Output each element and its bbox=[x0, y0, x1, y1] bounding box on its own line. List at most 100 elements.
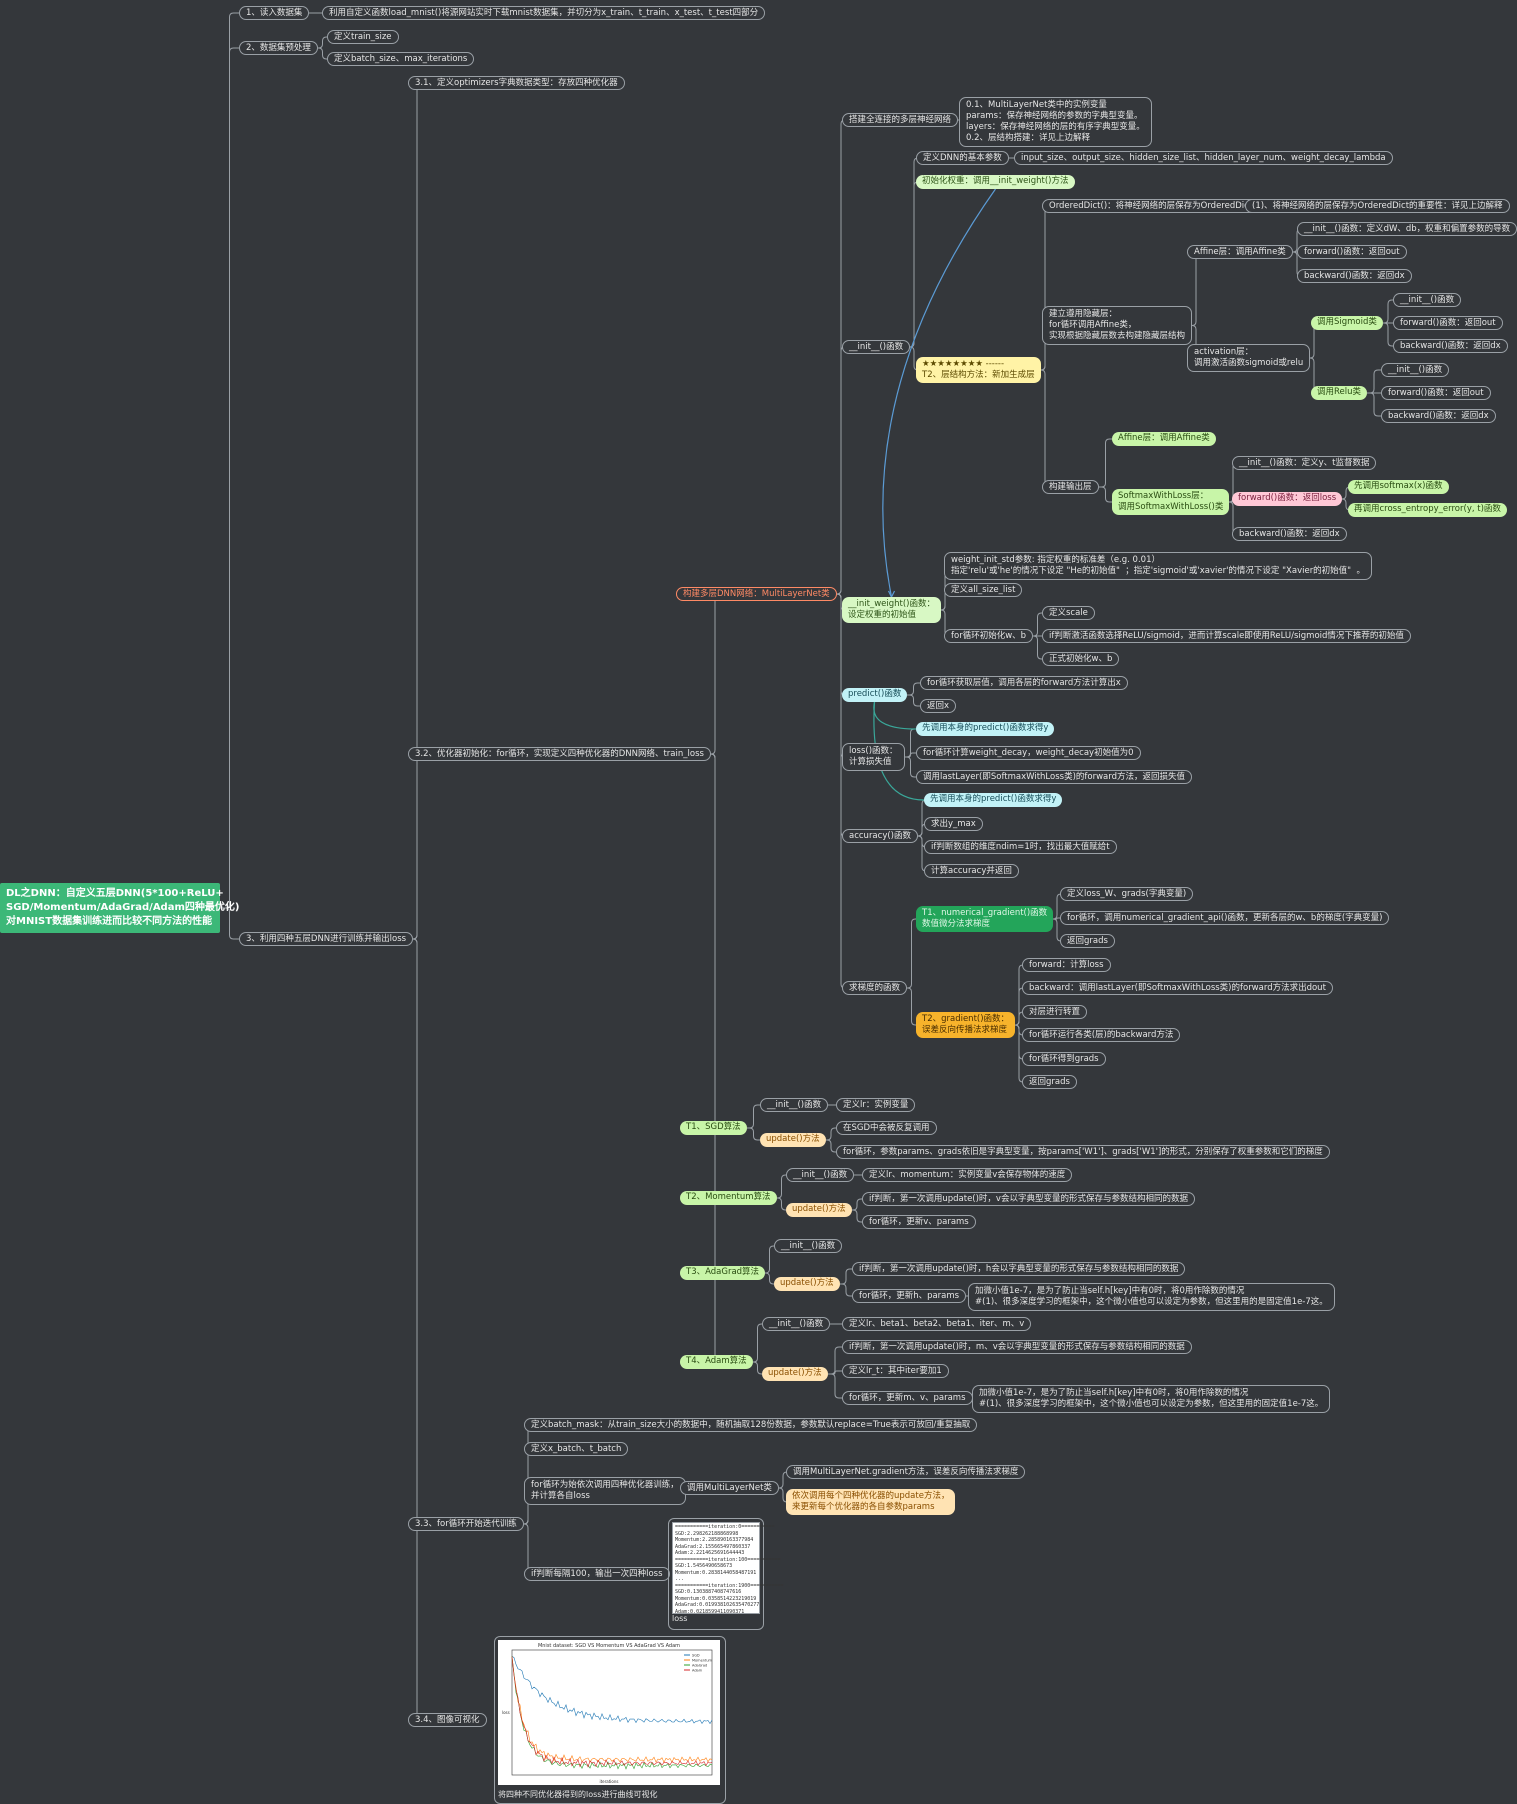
node-ng2[interactable]: for循环，调用numerical_gradient_api()函数，更新各层的… bbox=[1060, 911, 1390, 925]
node-adam_i1[interactable]: 定义lr、beta1、beta2、beta1、iter、m、v bbox=[842, 1317, 1032, 1331]
node-s1[interactable]: 1、读入数据集 bbox=[239, 6, 310, 20]
node-g2[interactable]: T2、gradient()函数： 误差反向传播法求梯度 bbox=[916, 1012, 1016, 1038]
node-i1[interactable]: 定义DNN的基本参数 bbox=[916, 151, 1009, 165]
node-iw3c[interactable]: 正式初始化w、b bbox=[1042, 652, 1120, 666]
node-ada[interactable]: T3、AdaGrad算法 bbox=[680, 1266, 766, 1280]
node-sig1[interactable]: __init__()函数 bbox=[1393, 293, 1462, 307]
node-s32[interactable]: 3.2、优化器初始化：for循环，实现定义四种优化器的DNN网络、train_l… bbox=[408, 747, 711, 761]
node-iw3b[interactable]: if判断激活函数选择ReLU/sigmoid，进而计算scale即使用ReLU/… bbox=[1042, 629, 1411, 643]
node-acc[interactable]: accuracy()函数 bbox=[842, 829, 918, 843]
node-c3a2[interactable]: 依次调用每个四种优化器的update方法， 来更新每个优化器的各自参数param… bbox=[786, 1489, 956, 1515]
node-ng1[interactable]: 定义loss_W、grads(字典变量) bbox=[1060, 887, 1194, 901]
node-ng3[interactable]: 返回grads bbox=[1060, 934, 1115, 948]
node-g2f[interactable]: 返回grads bbox=[1022, 1075, 1077, 1089]
node-mom_u2[interactable]: for循环，更新v、params bbox=[862, 1215, 976, 1229]
node-adam_u1[interactable]: if判断，第一次调用update()时，m、v会以字典型变量的形式保存与参数结构… bbox=[842, 1340, 1192, 1354]
node-g2e[interactable]: for循环得到grads bbox=[1022, 1052, 1106, 1066]
node-acc3[interactable]: if判断数组的维度ndim=1时，找出最大值赋给t bbox=[924, 840, 1117, 854]
node-g2c[interactable]: 对层进行转置 bbox=[1022, 1005, 1088, 1019]
node-iw3[interactable]: for循环初始化w、b bbox=[944, 629, 1034, 643]
node-ada_u1[interactable]: if判断，第一次调用update()时，h会以字典型变量的形式保存与参数结构相同… bbox=[852, 1262, 1186, 1276]
node-b1[interactable]: 搭建全连接的多层神经网络 bbox=[842, 113, 959, 127]
node-c3a[interactable]: 调用MultiLayerNet类 bbox=[680, 1481, 779, 1495]
node-s2[interactable]: 2、数据集预处理 bbox=[239, 41, 318, 55]
node-sgd_u[interactable]: update()方法 bbox=[760, 1133, 826, 1147]
root-topic[interactable]: DL之DNN：自定义五层DNN(5*100+ReLU+ SGD/Momentum… bbox=[0, 883, 239, 933]
node-aff3[interactable]: backward()函数：返回dx bbox=[1297, 269, 1412, 283]
node-sgd[interactable]: T1、SGD算法 bbox=[680, 1121, 747, 1135]
node-sm2b[interactable]: 再调用cross_entropy_error(y, t)函数 bbox=[1348, 503, 1507, 517]
node-net[interactable]: 构建多层DNN网络：MultiLayerNet类 bbox=[676, 587, 837, 601]
node-aff[interactable]: Affine层：调用Affine类 bbox=[1187, 245, 1293, 259]
node-iw[interactable]: __init_weight()函数： 设定权重的初始值 bbox=[842, 597, 941, 623]
node-sgd_u1[interactable]: 在SGD中会被反复调用 bbox=[836, 1121, 937, 1135]
node-s3[interactable]: 3、利用四种五层DNN进行训练并输出loss bbox=[239, 932, 414, 946]
node-od_a[interactable]: (1)、将神经网络的层保存为OrderedDict的重要性：详见上边解释 bbox=[1245, 199, 1510, 213]
node-iw1[interactable]: weight_init_std参数: 指定权重的标准差（e.g. 0.01） 指… bbox=[944, 552, 1372, 580]
node-c1[interactable]: 定义batch_mask：从train_size大小的数据中，随机抽取128份数… bbox=[524, 1418, 978, 1432]
node-c4[interactable]: if判断每隔100，输出一次四种loss bbox=[524, 1567, 670, 1581]
node-acc2[interactable]: 求出y_max bbox=[924, 817, 983, 831]
node-pred[interactable]: predict()函数 bbox=[842, 688, 908, 702]
node-mom_u[interactable]: update()方法 bbox=[786, 1203, 852, 1217]
node-adam_u3[interactable]: for循环，更新m、v、params bbox=[842, 1391, 973, 1405]
node-b1a[interactable]: 0.1、MultiLayerNet类中的实例变量 params：保存神经网络的参… bbox=[959, 97, 1152, 147]
node-aff1[interactable]: __init__()函数：定义dW、db，权重和偏置参数的导数 bbox=[1297, 222, 1517, 236]
node-ada_u2[interactable]: for循环，更新h、params bbox=[852, 1289, 967, 1303]
node-s31[interactable]: 3.1、定义optimizers字典数据类型：存放四种优化器 bbox=[408, 76, 625, 90]
node-i2[interactable]: 初始化权重：调用__init_weight()方法 bbox=[916, 175, 1075, 189]
node-sm1[interactable]: __init__()函数：定义y、t监督数据 bbox=[1232, 456, 1377, 470]
node-sm2a[interactable]: 先调用softmax(x)函数 bbox=[1348, 480, 1449, 494]
node-iw2[interactable]: 定义all_size_list bbox=[944, 583, 1023, 597]
node-c3[interactable]: for循环为始依次调用四种优化器训练， 并计算各自loss bbox=[524, 1477, 686, 1505]
node-pred2[interactable]: 返回x bbox=[920, 699, 957, 713]
node-adam_u2[interactable]: 定义lr_t：其中iter要加1 bbox=[842, 1364, 949, 1378]
node-c2[interactable]: 定义x_batch、t_batch bbox=[524, 1442, 629, 1456]
node-mom_i1[interactable]: 定义lr、momentum：实例变量v会保存物体的速度 bbox=[862, 1168, 1073, 1182]
node-sm3[interactable]: backward()函数：返回dx bbox=[1232, 527, 1347, 541]
node-s2a[interactable]: 定义train_size bbox=[327, 30, 399, 44]
node-relu3[interactable]: backward()函数：返回dx bbox=[1381, 409, 1496, 423]
node-iw3a[interactable]: 定义scale bbox=[1042, 606, 1095, 620]
node-loss1[interactable]: 先调用本身的predict()函数求得y bbox=[916, 722, 1055, 736]
node-od[interactable]: OrderedDict()：将神经网络的层保存为OrderedDict bbox=[1042, 199, 1260, 213]
node-pred1[interactable]: for循环获取层值，调用各层的forward方法计算出x bbox=[920, 676, 1128, 690]
node-g2d[interactable]: for循环运行各类(层)的backward方法 bbox=[1022, 1028, 1181, 1042]
node-ada_u[interactable]: update()方法 bbox=[774, 1277, 840, 1291]
node-out[interactable]: 构建输出层 bbox=[1042, 480, 1099, 494]
node-i1a[interactable]: input_size、output_size、hidden_size_list、… bbox=[1014, 151, 1393, 165]
node-sig[interactable]: 调用Sigmoid类 bbox=[1311, 316, 1383, 330]
node-sgd_u2[interactable]: for循环，参数params、grads依旧是字典型变量，按params['W1… bbox=[836, 1145, 1330, 1159]
node-s2b[interactable]: 定义batch_size、max_iterations bbox=[327, 52, 475, 66]
node-ada_u2a[interactable]: 加微小值1e-7，是为了防止当self.h[key]中有0时，将0用作除数的情况… bbox=[968, 1283, 1335, 1311]
node-s33[interactable]: 3.3、for循环开始迭代训练 bbox=[408, 1517, 524, 1531]
node-mom_u1[interactable]: if判断，第一次调用update()时，v会以字典型变量的形式保存与参数结构相同… bbox=[862, 1192, 1195, 1206]
node-ada_i[interactable]: __init__()函数 bbox=[774, 1239, 843, 1253]
node-relu1[interactable]: __init__()函数 bbox=[1381, 363, 1450, 377]
node-acc1[interactable]: 先调用本身的predict()函数求得y bbox=[924, 793, 1063, 807]
node-mom[interactable]: T2、Momentum算法 bbox=[680, 1191, 777, 1205]
node-star[interactable]: ★★★★★★★★ ------ T2、层结构方法：新加生成层 bbox=[916, 357, 1041, 383]
node-act[interactable]: activation层： 调用激活函数sigmoid或relu bbox=[1187, 344, 1311, 372]
node-sig3[interactable]: backward()函数：返回dx bbox=[1393, 339, 1508, 353]
node-out1[interactable]: Affine层：调用Affine类 bbox=[1112, 432, 1216, 446]
node-g2b[interactable]: backward：调用lastLayer(即SoftmaxWithLoss类)的… bbox=[1022, 981, 1333, 995]
node-adam_u[interactable]: update()方法 bbox=[762, 1367, 828, 1381]
node-adam_u3a[interactable]: 加微小值1e-7，是为了防止当self.h[key]中有0时，将0用作除数的情况… bbox=[972, 1385, 1331, 1413]
node-loss[interactable]: loss()函数： 计算损失值 bbox=[842, 743, 905, 771]
node-c3a1[interactable]: 调用MultiLayerNet.gradient方法，误差反向传播法求梯度 bbox=[786, 1465, 1026, 1479]
node-loss2[interactable]: for循环计算weight_decay，weight_decay初始值为0 bbox=[916, 746, 1141, 760]
node-out2[interactable]: SoftmaxWithLoss层： 调用SoftmaxWithLoss()类 bbox=[1112, 489, 1230, 515]
node-hid[interactable]: 建立遵用隐藏层： for循环调用Affine类， 实现根据隐藏层数去构建隐藏层结… bbox=[1042, 306, 1193, 345]
node-s1a[interactable]: 利用自定义函数load_mnist()将源网站实时下载mnist数据集，并切分为… bbox=[322, 6, 766, 20]
node-init[interactable]: __init__()函数 bbox=[842, 340, 911, 354]
node-g2a[interactable]: forward：计算loss bbox=[1022, 958, 1111, 972]
node-s34[interactable]: 3.4、图像可视化 bbox=[408, 1713, 487, 1727]
node-relu2[interactable]: forward()函数：返回out bbox=[1381, 386, 1491, 400]
node-ng[interactable]: T1、numerical_gradient()函数 数值微分法求梯度 bbox=[916, 906, 1054, 932]
node-relu[interactable]: 调用Relu类 bbox=[1311, 386, 1368, 400]
node-sgd_i1[interactable]: 定义lr：实例变量 bbox=[836, 1098, 916, 1112]
node-mom_i[interactable]: __init__()函数 bbox=[786, 1168, 855, 1182]
node-aff2[interactable]: forward()函数：返回out bbox=[1297, 245, 1407, 259]
node-acc4[interactable]: 计算accuracy并返回 bbox=[924, 864, 1019, 878]
